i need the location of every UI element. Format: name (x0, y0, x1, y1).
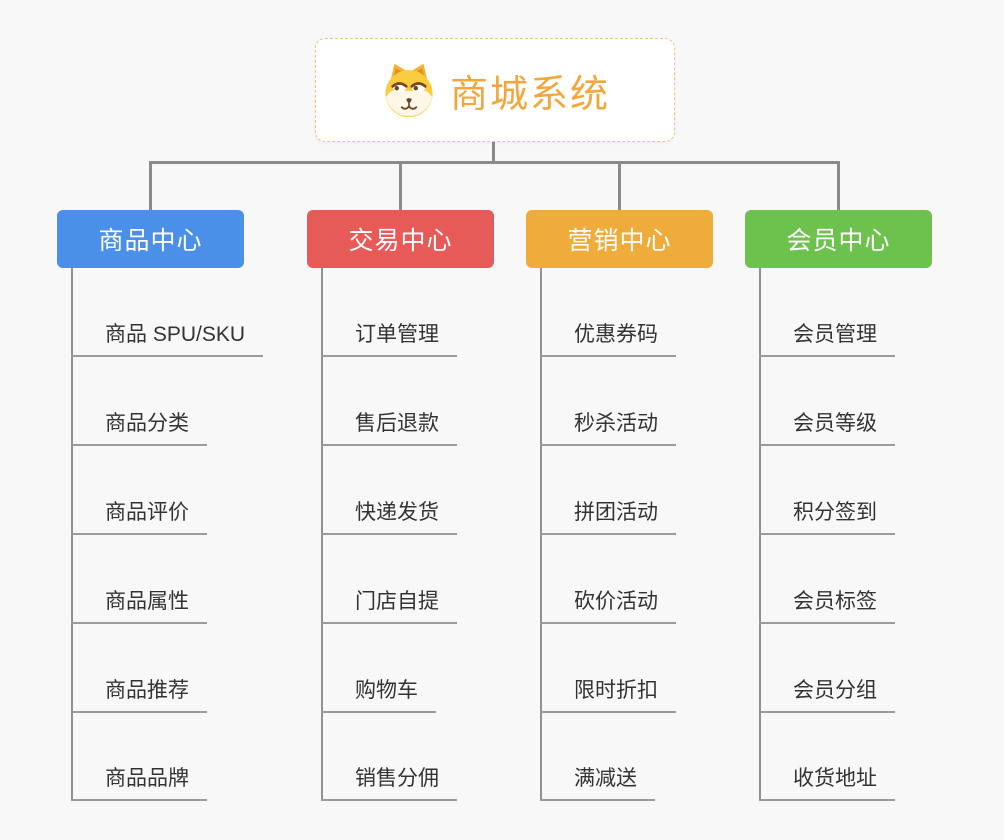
connector-drop-trade (399, 161, 402, 210)
leaf-node[interactable]: 商品品牌 (71, 765, 207, 801)
branch-node-trade-center[interactable]: 交易中心 (307, 210, 494, 268)
leaf-node[interactable]: 秒杀活动 (540, 410, 676, 446)
leaf-node[interactable]: 会员标签 (759, 588, 895, 624)
connector-drop-marketing (618, 161, 621, 210)
leaf-node[interactable]: 会员等级 (759, 410, 895, 446)
root-node-title: 商城系统 (449, 73, 610, 116)
leaf-node[interactable]: 满减送 (540, 765, 655, 801)
branch-node-product-center[interactable]: 商品中心 (57, 210, 244, 268)
leaf-node[interactable]: 商品分类 (71, 410, 207, 446)
root-node-mall-system[interactable]: 商城系统 (315, 38, 675, 142)
leaf-node[interactable]: 商品评价 (71, 499, 207, 535)
branch-label: 营销中心 (567, 227, 672, 255)
connector-drop-member (837, 161, 840, 210)
leaf-node[interactable]: 销售分佣 (321, 765, 457, 801)
leaf-node[interactable]: 商品推荐 (71, 677, 207, 713)
leaf-node[interactable]: 会员管理 (759, 321, 895, 357)
leaf-node[interactable]: 购物车 (321, 677, 436, 713)
leaf-node[interactable]: 门店自提 (321, 588, 457, 624)
leaf-node[interactable]: 商品属性 (71, 588, 207, 624)
branch-label: 交易中心 (348, 227, 453, 255)
leaf-node[interactable]: 商品 SPU/SKU (71, 321, 264, 357)
leaf-node[interactable]: 售后退款 (321, 410, 457, 446)
leaf-node[interactable]: 砍价活动 (540, 588, 676, 624)
leaf-node[interactable]: 积分签到 (759, 499, 895, 535)
leaf-node[interactable]: 限时折扣 (540, 677, 676, 713)
connector-drop-product (149, 161, 152, 210)
leaf-node[interactable]: 优惠券码 (540, 321, 676, 357)
branch-node-marketing-center[interactable]: 营销中心 (526, 210, 713, 268)
dog-face-icon (385, 63, 433, 118)
leaf-node[interactable]: 订单管理 (321, 321, 457, 357)
branch-label: 会员中心 (786, 227, 891, 255)
branch-label: 商品中心 (98, 227, 203, 255)
leaf-node[interactable]: 拼团活动 (540, 499, 676, 535)
connector-bus (149, 161, 840, 164)
leaf-node[interactable]: 快递发货 (321, 499, 457, 535)
leaf-node[interactable]: 收货地址 (759, 765, 895, 801)
connector-root-stub (492, 140, 495, 164)
leaf-node[interactable]: 会员分组 (759, 677, 895, 713)
branch-node-member-center[interactable]: 会员中心 (745, 210, 932, 268)
